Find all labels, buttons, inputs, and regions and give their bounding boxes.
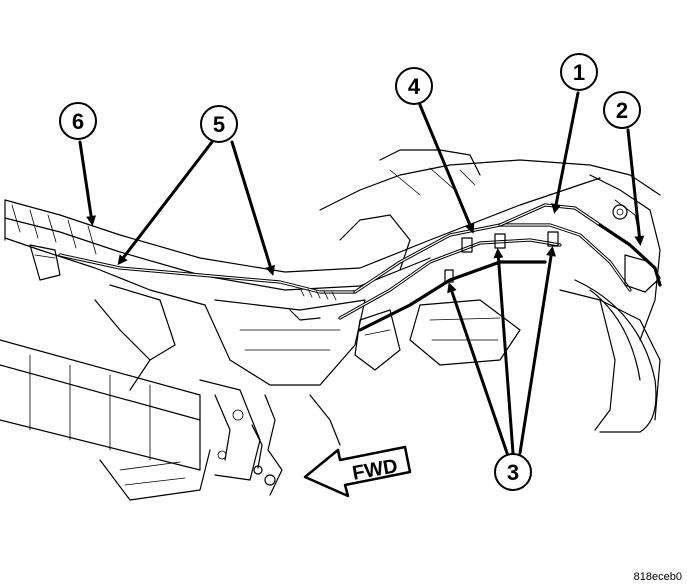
callout-2: 2	[603, 91, 641, 129]
callout-3: 3	[494, 453, 532, 491]
figure-code: 818eceb0	[634, 571, 682, 583]
callout-4-label: 4	[408, 74, 421, 99]
leader-4	[418, 103, 475, 234]
wiring-harness	[58, 203, 662, 332]
leader-3c	[518, 246, 557, 455]
leader-2	[626, 128, 645, 246]
callout-5-label: 5	[213, 112, 225, 137]
leader-5b	[230, 140, 276, 276]
callout-3-label: 3	[507, 460, 519, 485]
leader-lines	[78, 91, 645, 455]
callout-6-label: 6	[72, 109, 84, 134]
callout-6: 6	[59, 102, 97, 140]
leader-5a	[117, 140, 214, 266]
leader-3a	[447, 282, 509, 455]
leader-1	[551, 91, 580, 214]
callout-5: 5	[200, 105, 238, 143]
forward-direction-arrow: FWD	[303, 445, 412, 498]
callout-1: 1	[560, 53, 598, 91]
callout-2-label: 2	[616, 98, 628, 123]
leader-3b	[493, 248, 515, 455]
vehicle-structure	[0, 149, 661, 501]
leader-6	[78, 140, 97, 226]
callout-1-label: 1	[573, 60, 585, 85]
callout-4: 4	[395, 67, 433, 105]
